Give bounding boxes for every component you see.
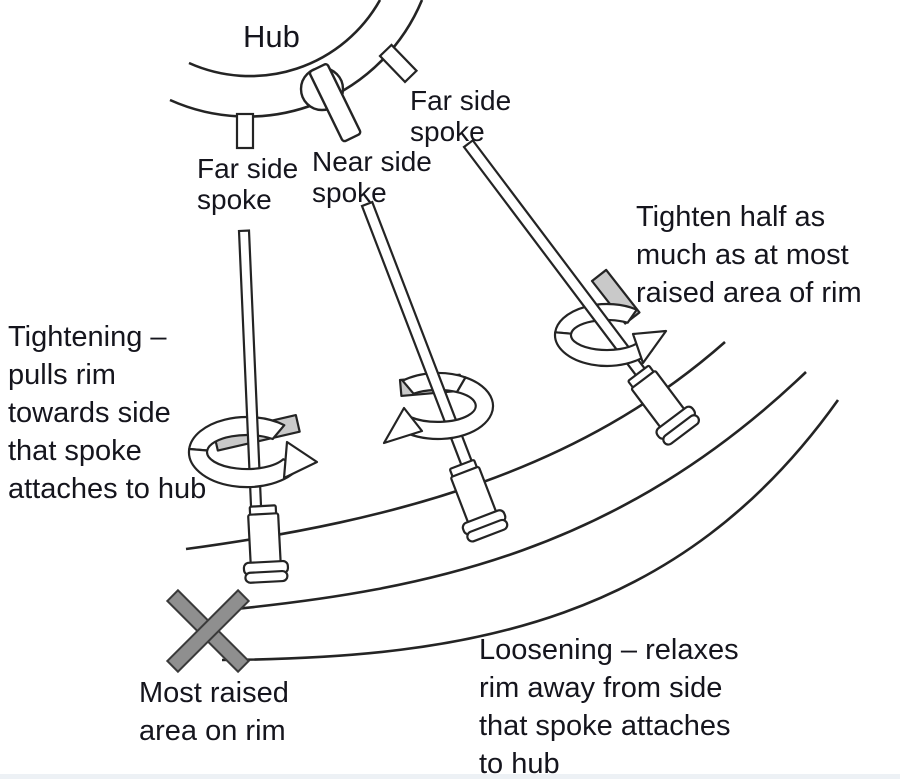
rotation-arrow-right-head-icon xyxy=(631,329,668,365)
rim-arcs xyxy=(185,341,840,662)
hub-outer-arc xyxy=(188,0,382,78)
near-side-spoke-stub xyxy=(308,63,362,143)
tighten-half-note: Tighten half as much as at most raised a… xyxy=(636,201,862,309)
far-side-spoke-stub-left xyxy=(235,112,255,150)
loosening-note: Loosening – relaxes rim away from side t… xyxy=(479,634,739,779)
hub-label: Hub xyxy=(243,19,300,54)
rim-arc-2 xyxy=(224,371,807,612)
rim-arc-3 xyxy=(221,399,840,662)
x-marker-icon xyxy=(165,588,251,674)
far-side-spoke-label-right: Far side spoke xyxy=(410,85,512,147)
rotation-arrow-left-head-icon xyxy=(282,440,319,480)
most-raised-note: Most raised area on rim xyxy=(139,677,289,747)
far-side-spoke-label-left: Far side spoke xyxy=(197,153,299,215)
nipple-left xyxy=(242,504,290,584)
spokes xyxy=(237,138,651,514)
near-side-spoke-label: Near side spoke xyxy=(312,146,432,208)
rotation-arrow-fronts xyxy=(187,329,668,489)
page-edge-strip xyxy=(0,774,900,779)
tightening-note: Tightening – pulls rim towards side that… xyxy=(8,321,207,505)
nipple-right xyxy=(627,364,700,446)
far-side-spoke-stub-right xyxy=(378,43,419,84)
nipple-middle xyxy=(449,459,509,543)
rotation-arrow-middle-head-icon xyxy=(382,406,424,445)
